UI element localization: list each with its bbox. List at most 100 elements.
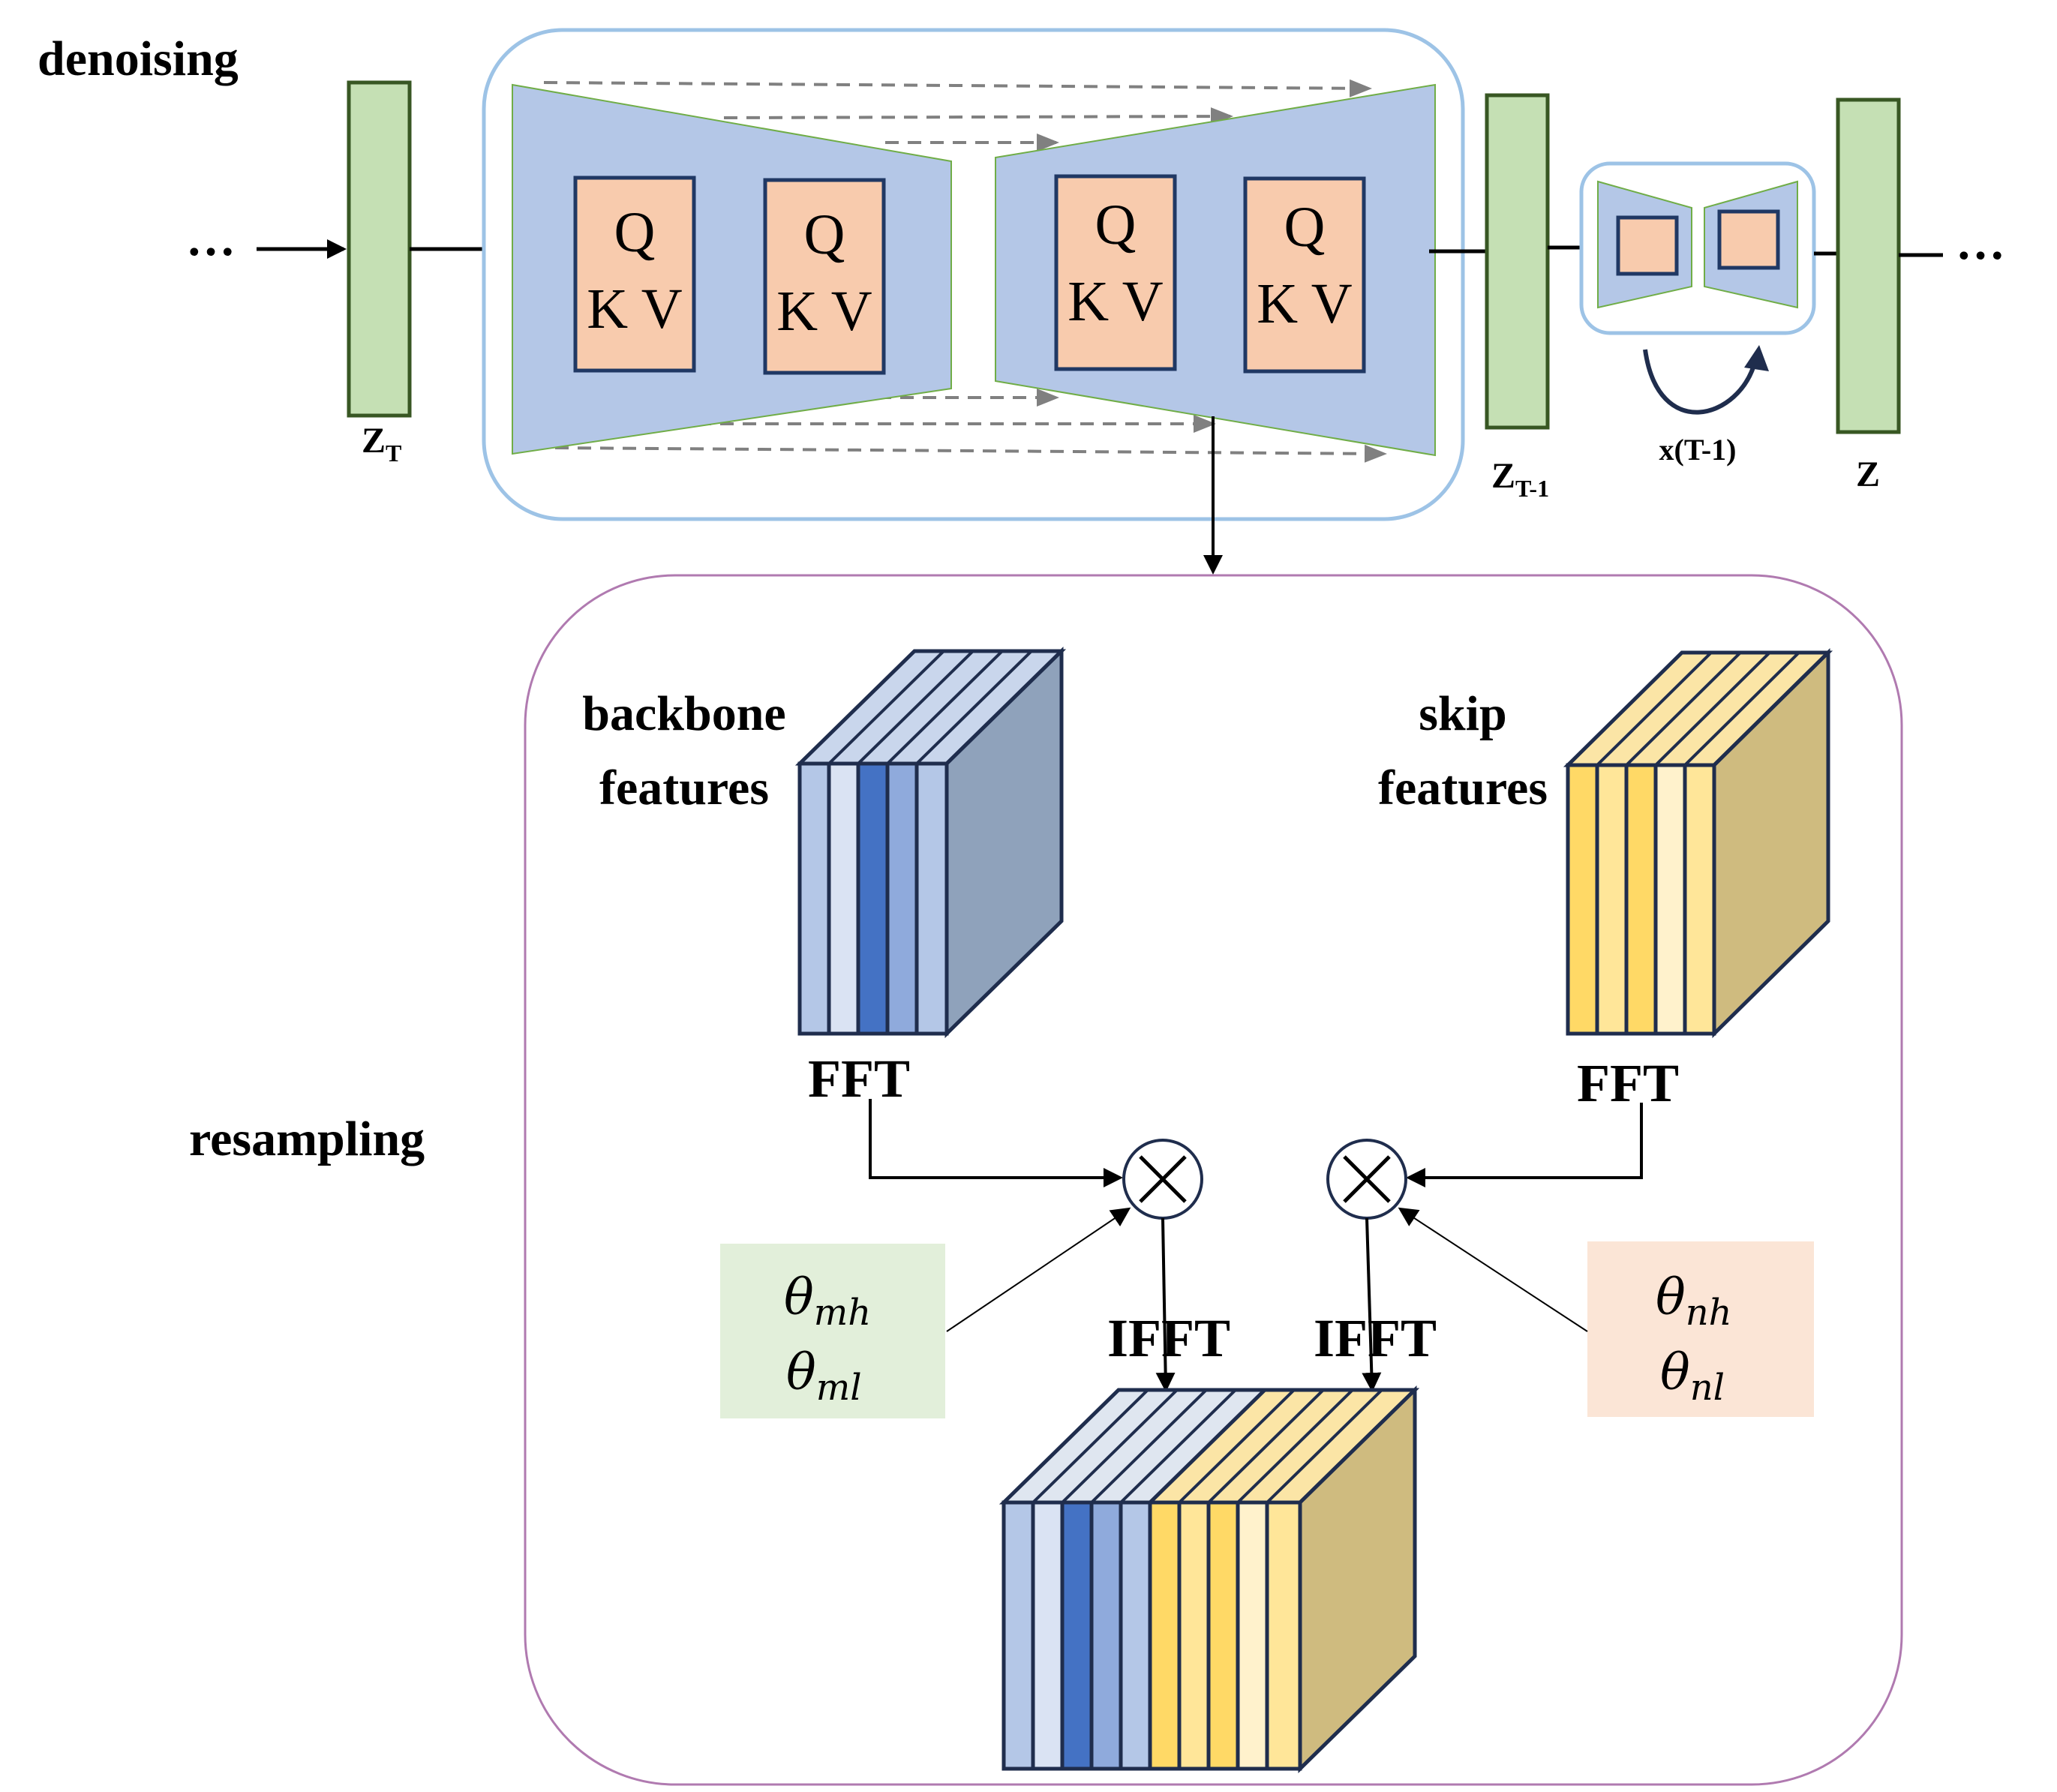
theta-m-arrow <box>946 1207 1131 1332</box>
backbone-slice-3 <box>856 761 890 1036</box>
skip-slice-5 <box>1683 763 1716 1036</box>
backbone-stack-top-seam <box>827 650 945 765</box>
skip-slice-1 <box>1566 763 1599 1036</box>
loop-arrowhead <box>1744 345 1769 371</box>
attention-box <box>763 178 886 375</box>
key-value-label: K V <box>776 280 872 343</box>
latent-z-t-minus-1-letter: Z <box>1491 456 1515 496</box>
merged-slice <box>1031 1500 1065 1771</box>
merged-stack-top-seam <box>1266 1388 1383 1504</box>
merged-stack-top-seam <box>1178 1388 1296 1504</box>
mini-attention-box-left <box>1616 215 1679 276</box>
latent-z-t-minus-1 <box>1485 93 1550 430</box>
merged-slice <box>1206 1500 1240 1771</box>
skip-stack-top-seam <box>1625 651 1742 767</box>
denoising-label: denoising <box>38 32 239 86</box>
fft-left-arrow <box>869 1099 1123 1187</box>
theta-nl: θnl <box>1660 1343 1725 1409</box>
theta-m-box <box>720 1244 945 1418</box>
latent-z-t-subscript: T <box>386 440 401 467</box>
skip-features-label-line2: features <box>1378 761 1548 815</box>
latent-z-t-label: ZT <box>362 421 401 467</box>
merged-slice <box>1177 1500 1211 1771</box>
skip-arrow-outer-top <box>543 79 1372 98</box>
query-label: Q <box>614 201 656 264</box>
loop-count-label: x(T-1) <box>1659 433 1737 467</box>
merged-slice <box>1060 1500 1094 1771</box>
theta-subscript: mh <box>814 1292 871 1334</box>
backbone-stack-top-seam <box>886 650 1004 765</box>
attention-block-2: Q K V <box>763 178 886 375</box>
skip-feature-stack <box>1563 648 1833 1038</box>
theta-symbol: θ <box>786 1343 816 1401</box>
attention-block-3: Q K V <box>1054 174 1177 371</box>
theta-subscript: nh <box>1686 1292 1732 1334</box>
latent-z-label: Z <box>1856 455 1880 494</box>
theta-subscript: ml <box>816 1367 862 1409</box>
skip-slice-4 <box>1653 763 1687 1036</box>
skip-connections <box>543 79 1387 463</box>
theta-mh: θmh <box>784 1268 871 1334</box>
latent-z-t-minus-1-label: ZT-1 <box>1491 456 1549 502</box>
skip-stack-top-seam <box>1654 651 1771 767</box>
theta-symbol: θ <box>784 1268 814 1326</box>
merged-slice <box>1119 1500 1152 1771</box>
backbone-slice-5 <box>914 761 949 1036</box>
attention-block-1: Q K V <box>573 176 696 373</box>
latent-z-t-letter: Z <box>362 421 386 461</box>
fft-right-arrow <box>1406 1103 1643 1187</box>
ellipsis-right: … <box>1956 215 2005 270</box>
key-value-label: K V <box>587 278 683 341</box>
attention-box <box>573 176 696 373</box>
theta-ml: θml <box>786 1343 862 1409</box>
backbone-stack-top-seam <box>857 650 974 765</box>
merged-slice <box>1148 1500 1182 1771</box>
key-value-label: K V <box>1257 272 1353 335</box>
skip-features-label-line1: skip <box>1419 686 1506 741</box>
backbone-slice-4 <box>885 761 919 1036</box>
skip-stack-top-seam <box>1596 651 1713 767</box>
theta-symbol: θ <box>1660 1343 1690 1401</box>
ifft-right-arrow <box>1362 1217 1382 1392</box>
skip-stack-top-seam <box>1683 651 1800 767</box>
resampling-label: resampling <box>189 1112 425 1166</box>
merged-slice <box>1089 1500 1123 1771</box>
merged-stack-top-seam <box>1236 1388 1354 1504</box>
attention-box <box>1243 176 1366 374</box>
skip-arrow-outer-bottom <box>554 444 1387 463</box>
ifft-label-right: IFFT <box>1314 1308 1437 1368</box>
attention-block-4: Q K V <box>1243 176 1366 374</box>
skip-slice-3 <box>1624 763 1658 1036</box>
multiply-node-left <box>1122 1139 1203 1220</box>
latent-z <box>1836 98 1901 434</box>
skip-arrow-mid-top <box>723 107 1233 126</box>
ifft-left-arrow <box>1155 1217 1176 1392</box>
latent-z-t <box>347 80 412 418</box>
merged-stack-top-seam <box>1061 1388 1179 1504</box>
latent-z-t-minus-1-subscript: T-1 <box>1515 475 1549 502</box>
merged-stack-top-seam <box>1032 1388 1149 1504</box>
backbone-slice-1 <box>797 761 831 1036</box>
mini-attention-box-right <box>1717 209 1780 270</box>
merged-stack-top-seam <box>1090 1388 1208 1504</box>
merged-stack-top-seam <box>1207 1388 1325 1504</box>
query-label: Q <box>804 203 845 266</box>
backbone-slice-2 <box>827 761 860 1036</box>
key-value-label: K V <box>1068 270 1164 333</box>
attention-box <box>1054 174 1177 371</box>
theta-n-arrow <box>1398 1207 1588 1332</box>
theta-symbol: θ <box>1656 1268 1686 1326</box>
merged-slice <box>1001 1500 1035 1771</box>
ifft-label-left: IFFT <box>1107 1308 1230 1368</box>
backbone-features-label-line1: backbone <box>582 686 785 741</box>
merged-feature-stack <box>998 1385 1420 1773</box>
loop-arrow <box>1643 349 1758 415</box>
merged-stack-top-seam <box>1119 1388 1237 1504</box>
theta-nh: θnh <box>1656 1268 1732 1334</box>
ellipsis-left: … <box>186 212 236 266</box>
fft-label-left: FFT <box>808 1049 910 1109</box>
theta-subscript: nl <box>1690 1367 1725 1409</box>
merged-slice <box>1265 1500 1302 1771</box>
multiply-cross <box>1139 1155 1187 1203</box>
